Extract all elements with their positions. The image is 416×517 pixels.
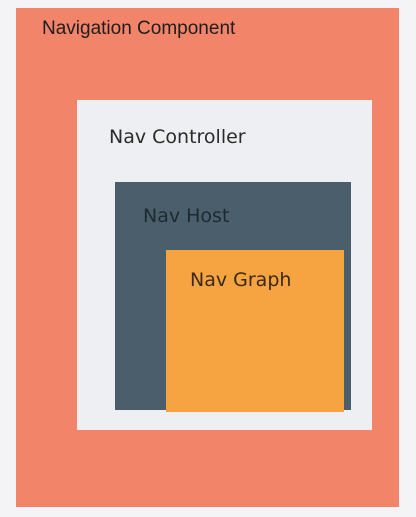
navigation-component-label: Navigation Component — [42, 18, 236, 39]
nav-controller-label: Nav Controller — [109, 126, 246, 148]
nav-graph-label: Nav Graph — [190, 269, 292, 291]
nav-host-label: Nav Host — [143, 205, 230, 227]
nav-graph-box: Nav Graph — [166, 250, 344, 412]
